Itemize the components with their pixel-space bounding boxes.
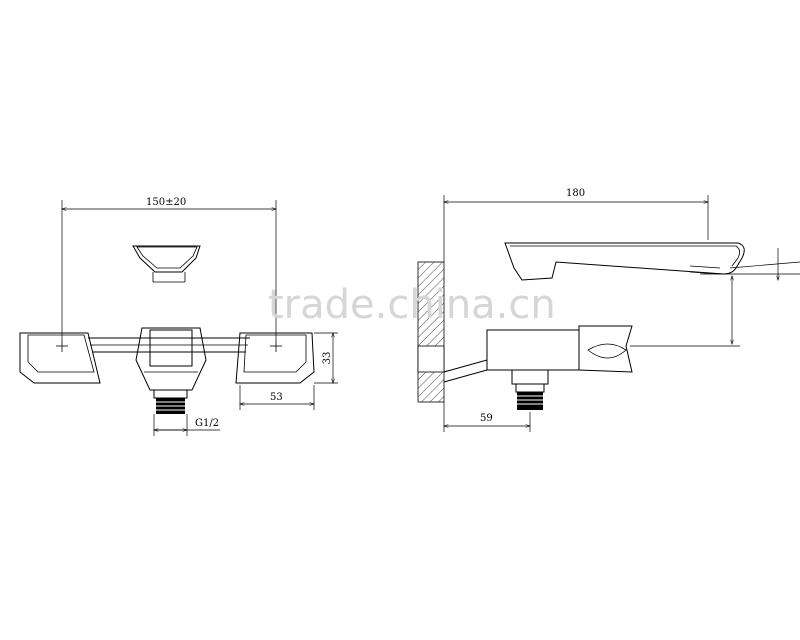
spout-angle bbox=[700, 248, 800, 280]
center-body bbox=[135, 327, 207, 391]
dim-width-label: 150±20 bbox=[146, 197, 186, 208]
dim-height-label: 33 bbox=[322, 352, 333, 365]
dim-thread-label: G1/2 bbox=[195, 418, 219, 429]
watermark: trade.china.cn bbox=[268, 282, 556, 328]
connecting-pipe bbox=[88, 337, 250, 353]
dim-spout-length-label: 180 bbox=[566, 188, 585, 199]
threaded-outlet bbox=[153, 389, 188, 414]
handle-top bbox=[132, 245, 201, 283]
dim-base: 59 bbox=[444, 402, 530, 432]
dim-base-label: 59 bbox=[480, 413, 493, 424]
dim-thread: G1/2 bbox=[154, 414, 220, 436]
dim-outlet-height bbox=[630, 276, 740, 347]
front-view: 150±20 bbox=[19, 197, 338, 436]
wall bbox=[417, 261, 445, 403]
dim-width: 150±20 bbox=[62, 197, 276, 340]
dim-spout-length: 180 bbox=[444, 188, 708, 262]
dim-height: 33 bbox=[314, 333, 338, 383]
spout bbox=[504, 242, 745, 281]
left-body bbox=[19, 332, 101, 384]
dim-offset: 53 bbox=[240, 385, 314, 410]
side-threaded-outlet bbox=[511, 369, 549, 410]
right-body bbox=[235, 332, 315, 384]
side-body bbox=[443, 325, 633, 383]
side-view: 180 bbox=[417, 188, 800, 432]
dim-offset-label: 53 bbox=[270, 392, 283, 403]
